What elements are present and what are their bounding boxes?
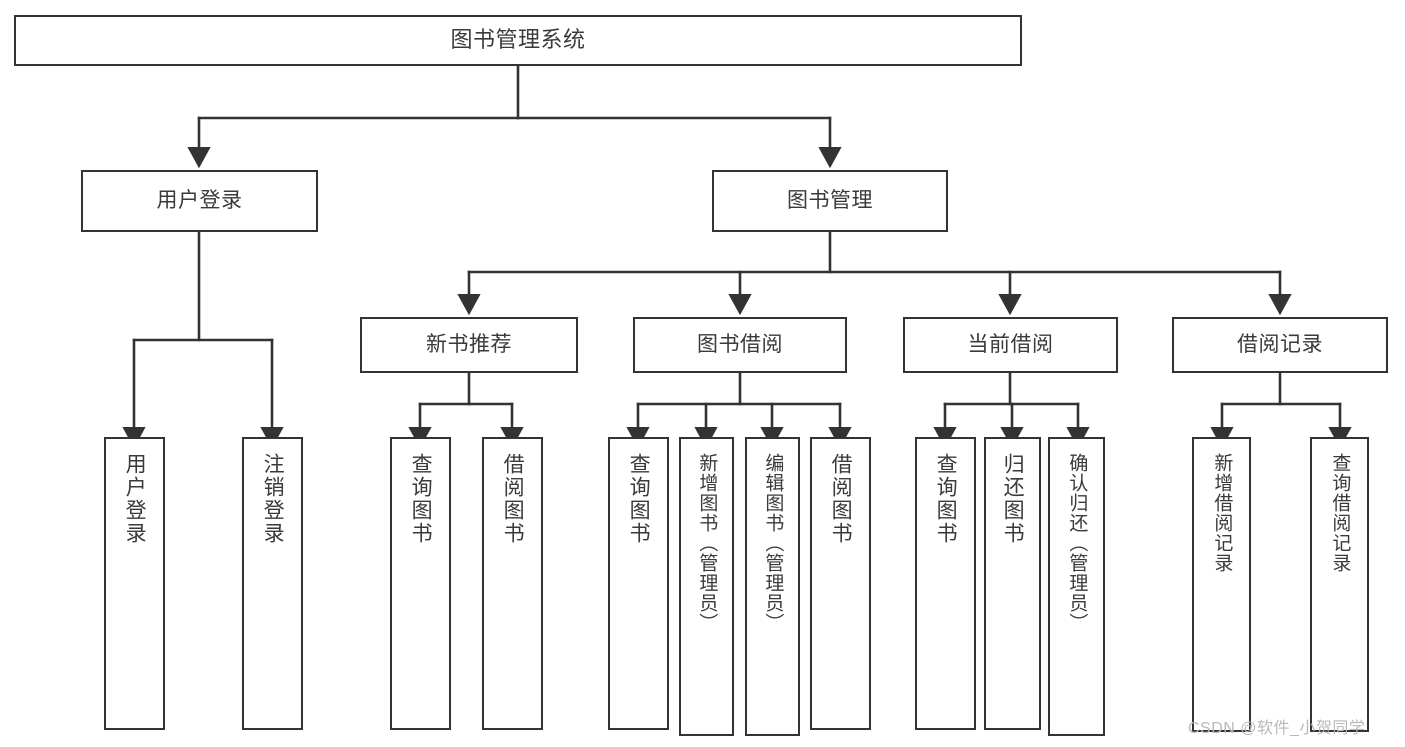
node-label: 借阅图书 xyxy=(501,453,525,545)
node-current-borrow[interactable]: 当前借阅 xyxy=(903,317,1118,373)
node-leaf-borrow-book-1[interactable]: 借阅图书 xyxy=(482,437,543,730)
node-leaf-logout[interactable]: 注销登录 xyxy=(242,437,303,730)
watermark-text: CSDN @软件_小贺同学 xyxy=(1188,720,1366,737)
node-label: 图书管理系统 xyxy=(450,27,586,53)
node-leaf-add-book-admin[interactable]: 新增图书（管理员） xyxy=(679,437,734,736)
node-label: 借阅记录 xyxy=(1237,333,1323,357)
node-leaf-return-book[interactable]: 归还图书 xyxy=(984,437,1041,730)
node-label: 查询图书 xyxy=(934,453,958,545)
node-leaf-borrow-book-2[interactable]: 借阅图书 xyxy=(810,437,871,730)
node-label: 用户登录 xyxy=(156,189,243,213)
node-new-book-recommend[interactable]: 新书推荐 xyxy=(360,317,578,373)
node-leaf-user-login[interactable]: 用户登录 xyxy=(104,437,165,730)
node-label: 归还图书 xyxy=(1001,453,1025,545)
node-leaf-edit-book-admin[interactable]: 编辑图书（管理员） xyxy=(745,437,800,736)
node-label: 借阅图书 xyxy=(829,453,853,545)
node-label: 图书借阅 xyxy=(697,333,783,357)
node-root-system[interactable]: 图书管理系统 xyxy=(14,15,1022,66)
node-label: 编辑图书（管理员） xyxy=(762,453,784,633)
node-leaf-query-book-3[interactable]: 查询图书 xyxy=(915,437,976,730)
node-label: 注销登录 xyxy=(261,453,285,545)
node-leaf-query-book-2[interactable]: 查询图书 xyxy=(608,437,669,730)
node-leaf-add-borrow-record[interactable]: 新增借阅记录 xyxy=(1192,437,1251,732)
node-label: 图书管理 xyxy=(787,189,873,213)
node-leaf-query-borrow-record[interactable]: 查询借阅记录 xyxy=(1310,437,1369,732)
node-label: 新书推荐 xyxy=(426,333,512,357)
node-leaf-confirm-return-admin[interactable]: 确认归还（管理员） xyxy=(1048,437,1105,736)
node-label: 用户登录 xyxy=(123,453,147,545)
node-leaf-query-book-1[interactable]: 查询图书 xyxy=(390,437,451,730)
node-book-borrow[interactable]: 图书借阅 xyxy=(633,317,847,373)
node-borrow-record[interactable]: 借阅记录 xyxy=(1172,317,1388,373)
node-label: 确认归还（管理员） xyxy=(1066,453,1088,633)
node-user-login[interactable]: 用户登录 xyxy=(81,170,318,232)
node-label: 新增图书（管理员） xyxy=(696,453,718,633)
node-label: 查询图书 xyxy=(409,453,433,545)
node-book-management[interactable]: 图书管理 xyxy=(712,170,948,232)
node-label: 当前借阅 xyxy=(967,333,1054,357)
node-label: 新增借阅记录 xyxy=(1211,453,1233,573)
node-label: 查询图书 xyxy=(627,453,651,545)
node-label: 查询借阅记录 xyxy=(1329,453,1351,573)
